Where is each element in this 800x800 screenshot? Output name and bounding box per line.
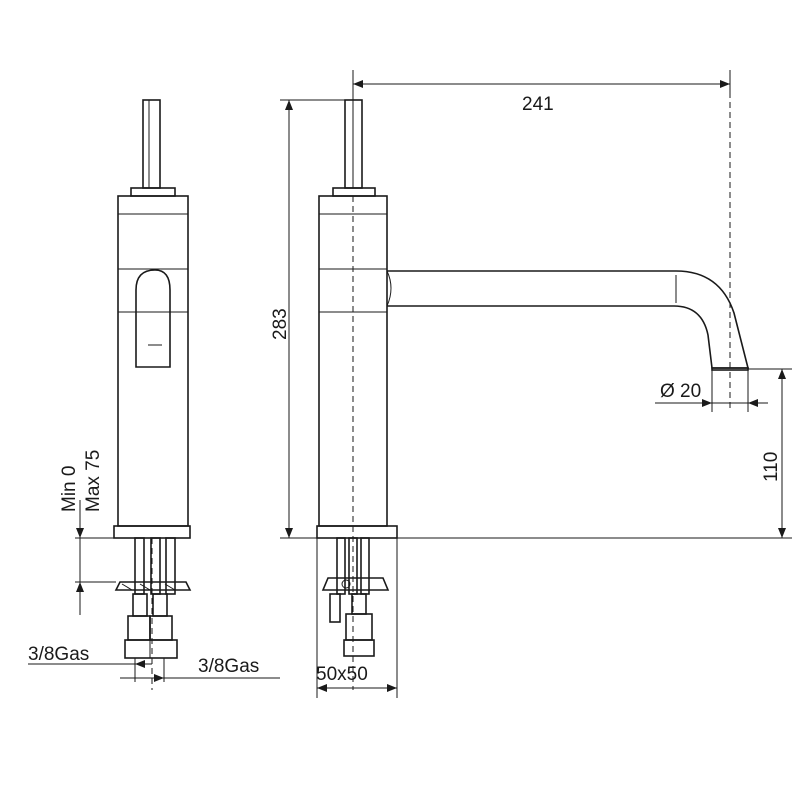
base-label: 50x50 <box>316 664 368 685</box>
side-collar <box>130 187 176 197</box>
side-handle <box>135 269 171 368</box>
outlet-height-label: 110 <box>761 452 782 482</box>
outlet-height-dimension: 110 <box>397 368 792 539</box>
side-body <box>117 195 189 527</box>
inlet-right-label: 3/8Gas <box>198 656 259 677</box>
height-label: 283 <box>270 308 291 340</box>
spout <box>387 270 750 369</box>
diameter-label: Ø 20 <box>660 381 701 402</box>
front-view <box>316 82 750 690</box>
diameter-dimension: Ø 20 <box>655 370 768 412</box>
side-nut <box>114 581 192 591</box>
side-base-plate <box>113 525 191 539</box>
side-lever <box>142 99 161 189</box>
width-label: 241 <box>522 94 554 115</box>
height-dimension: 283 <box>270 99 345 539</box>
thickness-dimension: Min 0 Max 75 <box>59 450 116 615</box>
front-collar <box>332 187 376 197</box>
front-nut <box>321 577 390 591</box>
thickness-min-label: Min 0 <box>59 466 80 512</box>
front-base-plate <box>316 525 398 539</box>
inlet-left-label: 3/8Gas <box>28 644 89 665</box>
thickness-max-label: Max 75 <box>83 450 104 512</box>
inlet-dimensions: 3/8Gas 3/8Gas <box>28 644 280 682</box>
width-dimension: 241 <box>352 70 731 115</box>
base-dimension: 50x50 <box>316 538 398 698</box>
side-view <box>113 99 192 690</box>
spout-outlet <box>711 367 749 371</box>
